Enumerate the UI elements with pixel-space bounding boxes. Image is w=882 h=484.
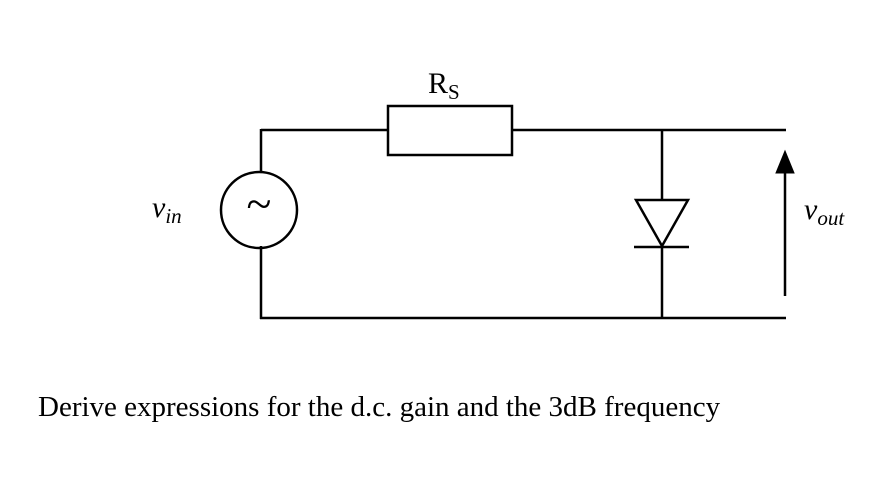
source-circle: [219, 170, 299, 250]
resistor-box: [386, 104, 514, 157]
resistor-label: RS: [428, 69, 460, 103]
resistor-label-base: R: [428, 67, 449, 100]
output-voltage-base: v: [804, 193, 818, 226]
resistor-label-subscript: S: [448, 80, 460, 104]
input-voltage-subscript: in: [165, 204, 182, 228]
sine-source-icon: ~: [221, 166, 297, 242]
question-caption: Derive expressions for the d.c. gain and…: [38, 391, 721, 423]
output-voltage-label: vout: [804, 195, 844, 229]
sine-source-glyph: ~: [246, 178, 272, 229]
input-voltage-label: vin: [152, 193, 182, 227]
input-voltage-base: v: [152, 191, 166, 224]
output-voltage-subscript: out: [817, 206, 845, 230]
vout-arrowhead-icon: [775, 149, 795, 174]
diode-triangle-icon: [633, 198, 691, 249]
